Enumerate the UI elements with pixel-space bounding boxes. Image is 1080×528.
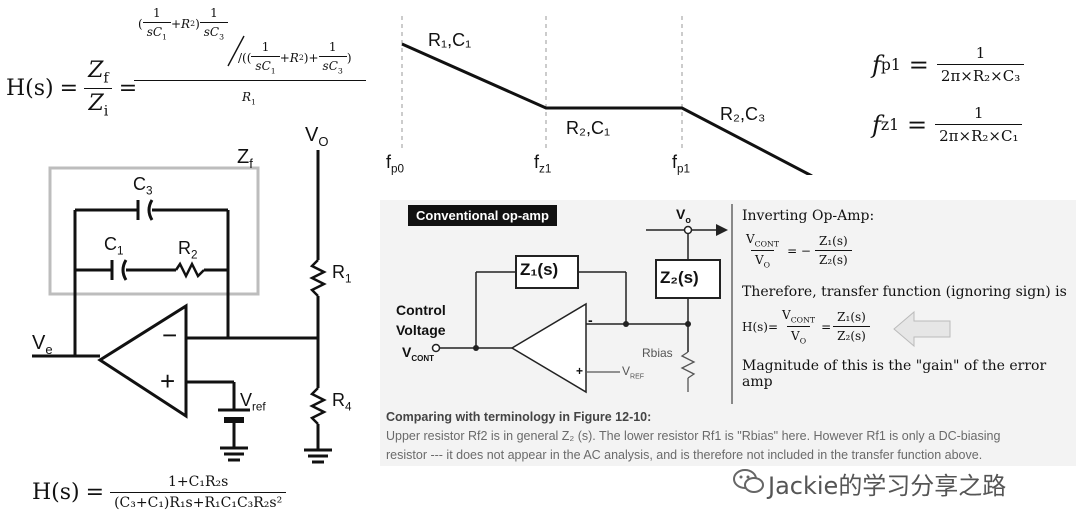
zf-label: Zf <box>237 146 253 171</box>
voltage-label: Voltage <box>396 322 446 338</box>
bottom-denominator: (C₃+C₁)R₁s+R₁C₁C₃R₂s² <box>110 492 287 511</box>
bottom-numerator: 1+C₁R₂s <box>168 474 229 490</box>
conv-minus: - <box>588 312 593 328</box>
ve-label: Ve <box>32 332 53 357</box>
rbias-label: Rbias <box>642 346 673 360</box>
seg2-label: R₂,C₁ <box>566 118 611 138</box>
transfer-ratio: H(s)= VCONT VO = Z₁(s) Z₂(s) <box>742 308 870 346</box>
fp1-label: fp1 <box>672 152 691 176</box>
r4-label: R4 <box>332 390 352 414</box>
zf-box <box>48 166 260 296</box>
c3-label: C3 <box>133 174 153 198</box>
slash-divider <box>227 35 245 67</box>
denominator-r1: R1 <box>242 90 257 107</box>
panel-separator <box>731 204 733 404</box>
notes-line-2: resistor --- it does not appear in the A… <box>386 448 983 462</box>
inverting-heading: Inverting Op-Amp: <box>742 208 875 224</box>
vo-label: VO <box>305 124 329 149</box>
opamp-minus: − <box>162 320 178 350</box>
r1-label: R1 <box>332 262 352 286</box>
left-arrow-icon <box>893 310 951 348</box>
r2-resistor <box>174 261 205 279</box>
vref-label: Vref <box>240 390 266 414</box>
hs-label: H(s) <box>6 76 54 102</box>
conv-opamp-symbol <box>510 302 587 394</box>
zf-over-zi: Zf Zi <box>84 58 113 120</box>
z1-label: Z₁(s) <box>520 260 559 279</box>
asymptote-line <box>401 42 813 175</box>
notes-line-1: Upper resistor Rf2 is in general Z₂ (s).… <box>386 429 1001 443</box>
conv-title: Conventional op-amp <box>408 205 557 226</box>
bode-asymptote-plot <box>401 16 813 175</box>
r4-resistor <box>309 387 327 425</box>
c1-label: C1 <box>104 234 124 258</box>
opamp-plus: + <box>160 366 176 396</box>
conv-vref-label: VREF <box>622 364 645 381</box>
therefore-text: Therefore, transfer function (ignoring s… <box>742 284 1067 300</box>
z2-label: Z₂(s) <box>660 268 699 287</box>
bottom-transfer-function: H(s) = 1+C₁R₂s (C₃+C₁)R₁s+R₁C₁C₃R₂s² <box>32 474 287 511</box>
magnitude-text: Magnitude of this is the "gain" of the e… <box>742 358 1047 390</box>
fz1-label: fz1 <box>534 152 552 176</box>
notes-heading: Comparing with terminology in Figure 12-… <box>386 410 652 424</box>
watermark-text: Jackie的学习分享之路 <box>768 472 1007 500</box>
comparison-notes: Comparing with terminology in Figure 12-… <box>386 408 1076 465</box>
conv-opamp-circuit <box>431 224 728 394</box>
main-fraction-bar <box>134 80 366 81</box>
vcont-terminal <box>431 343 441 353</box>
conventional-opamp-panel <box>380 200 1076 466</box>
compensator-circuit <box>32 150 332 464</box>
r2-label: R2 <box>178 238 198 262</box>
rbias-resistor <box>680 351 696 379</box>
top-transfer-function: H(s) = Zf Zi = <box>6 58 138 120</box>
wechat-icon <box>733 469 764 493</box>
conv-plus: + <box>576 364 584 378</box>
vo-arrow <box>716 224 728 236</box>
seg3-label: R₂,C₃ <box>720 104 766 124</box>
conv-vo-label: Vo <box>676 206 691 225</box>
inverting-ratio: VCONT VO = − Z₁(s) Z₂(s) <box>742 232 852 270</box>
control-label: Control <box>396 302 446 318</box>
seg1-label: R₁,C₁ <box>428 30 472 50</box>
r1-resistor <box>309 259 327 297</box>
vcont-label: VCONT <box>402 344 435 363</box>
fp0-label: fp0 <box>386 152 405 176</box>
opamp-symbol <box>97 303 188 419</box>
